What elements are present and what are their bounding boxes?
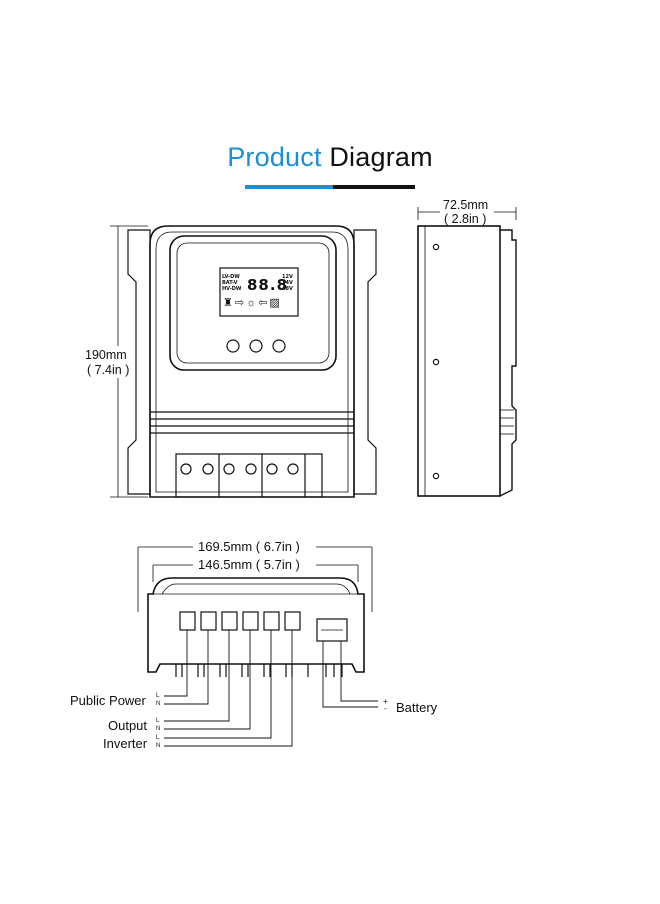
- lcd-label-48v: 48V: [282, 286, 293, 292]
- menu-button-2: [249, 339, 263, 353]
- height-mm-label: 190mm: [85, 348, 127, 362]
- output-l: L: [156, 718, 160, 724]
- public-power-n: N: [156, 701, 161, 707]
- inverter-n: N: [156, 743, 161, 749]
- depth-in-label: ( 2.8in ): [444, 212, 487, 226]
- width-outer-label: 169.5mm ( 6.7in ): [198, 539, 300, 554]
- power-tower-icon: ♜: [223, 297, 235, 309]
- lcd-label-hv: HV-DW: [222, 286, 242, 292]
- output-n: N: [156, 726, 161, 732]
- title-underline-black: [333, 185, 415, 189]
- title-underline-blue: [245, 185, 333, 189]
- bottom-view: [137, 546, 378, 747]
- solar-panel-icon: ▨: [269, 297, 282, 309]
- bulb-icon: ☼: [246, 297, 259, 309]
- page-title: Product Diagram: [0, 142, 660, 173]
- output-label: Output: [108, 718, 148, 733]
- public-power-l: L: [156, 693, 160, 699]
- public-power-label: Public Power: [70, 693, 146, 708]
- lcd-label-12v: 12V: [282, 274, 293, 280]
- front-view: [110, 225, 377, 498]
- menu-button-3: [272, 339, 286, 353]
- lcd-digits: 88.8: [247, 276, 289, 294]
- arrow-left-icon: ⇦: [258, 297, 270, 309]
- lcd-left-labels: LV-DW BAT-V HV-DW: [222, 274, 241, 292]
- depth-mm-label: 72.5mm: [443, 198, 489, 212]
- inverter-l: L: [156, 735, 160, 741]
- inverter-label: Inverter: [103, 736, 148, 751]
- battery-label: Battery: [396, 700, 438, 715]
- title-word-diagram: Diagram: [329, 142, 433, 172]
- side-view: [417, 207, 517, 497]
- lcd-label-24v: 24V: [282, 280, 293, 286]
- battery-plus: +: [383, 697, 388, 706]
- arrow-right-icon: ⇨: [234, 297, 247, 309]
- menu-button-1: [226, 339, 240, 353]
- lcd-right-labels: 12V 24V 48V: [282, 274, 293, 292]
- battery-minus: -: [384, 704, 387, 713]
- height-in-label: ( 7.4in ): [87, 363, 130, 377]
- lcd-label-lv: LV-DW: [222, 274, 240, 280]
- title-word-product: Product: [227, 142, 322, 172]
- lcd-icon-row: ♜⇨☼⇦▨: [223, 296, 282, 309]
- lcd-label-bat: BAT-V: [222, 280, 238, 286]
- width-inner-label: 146.5mm ( 5.7in ): [198, 557, 300, 572]
